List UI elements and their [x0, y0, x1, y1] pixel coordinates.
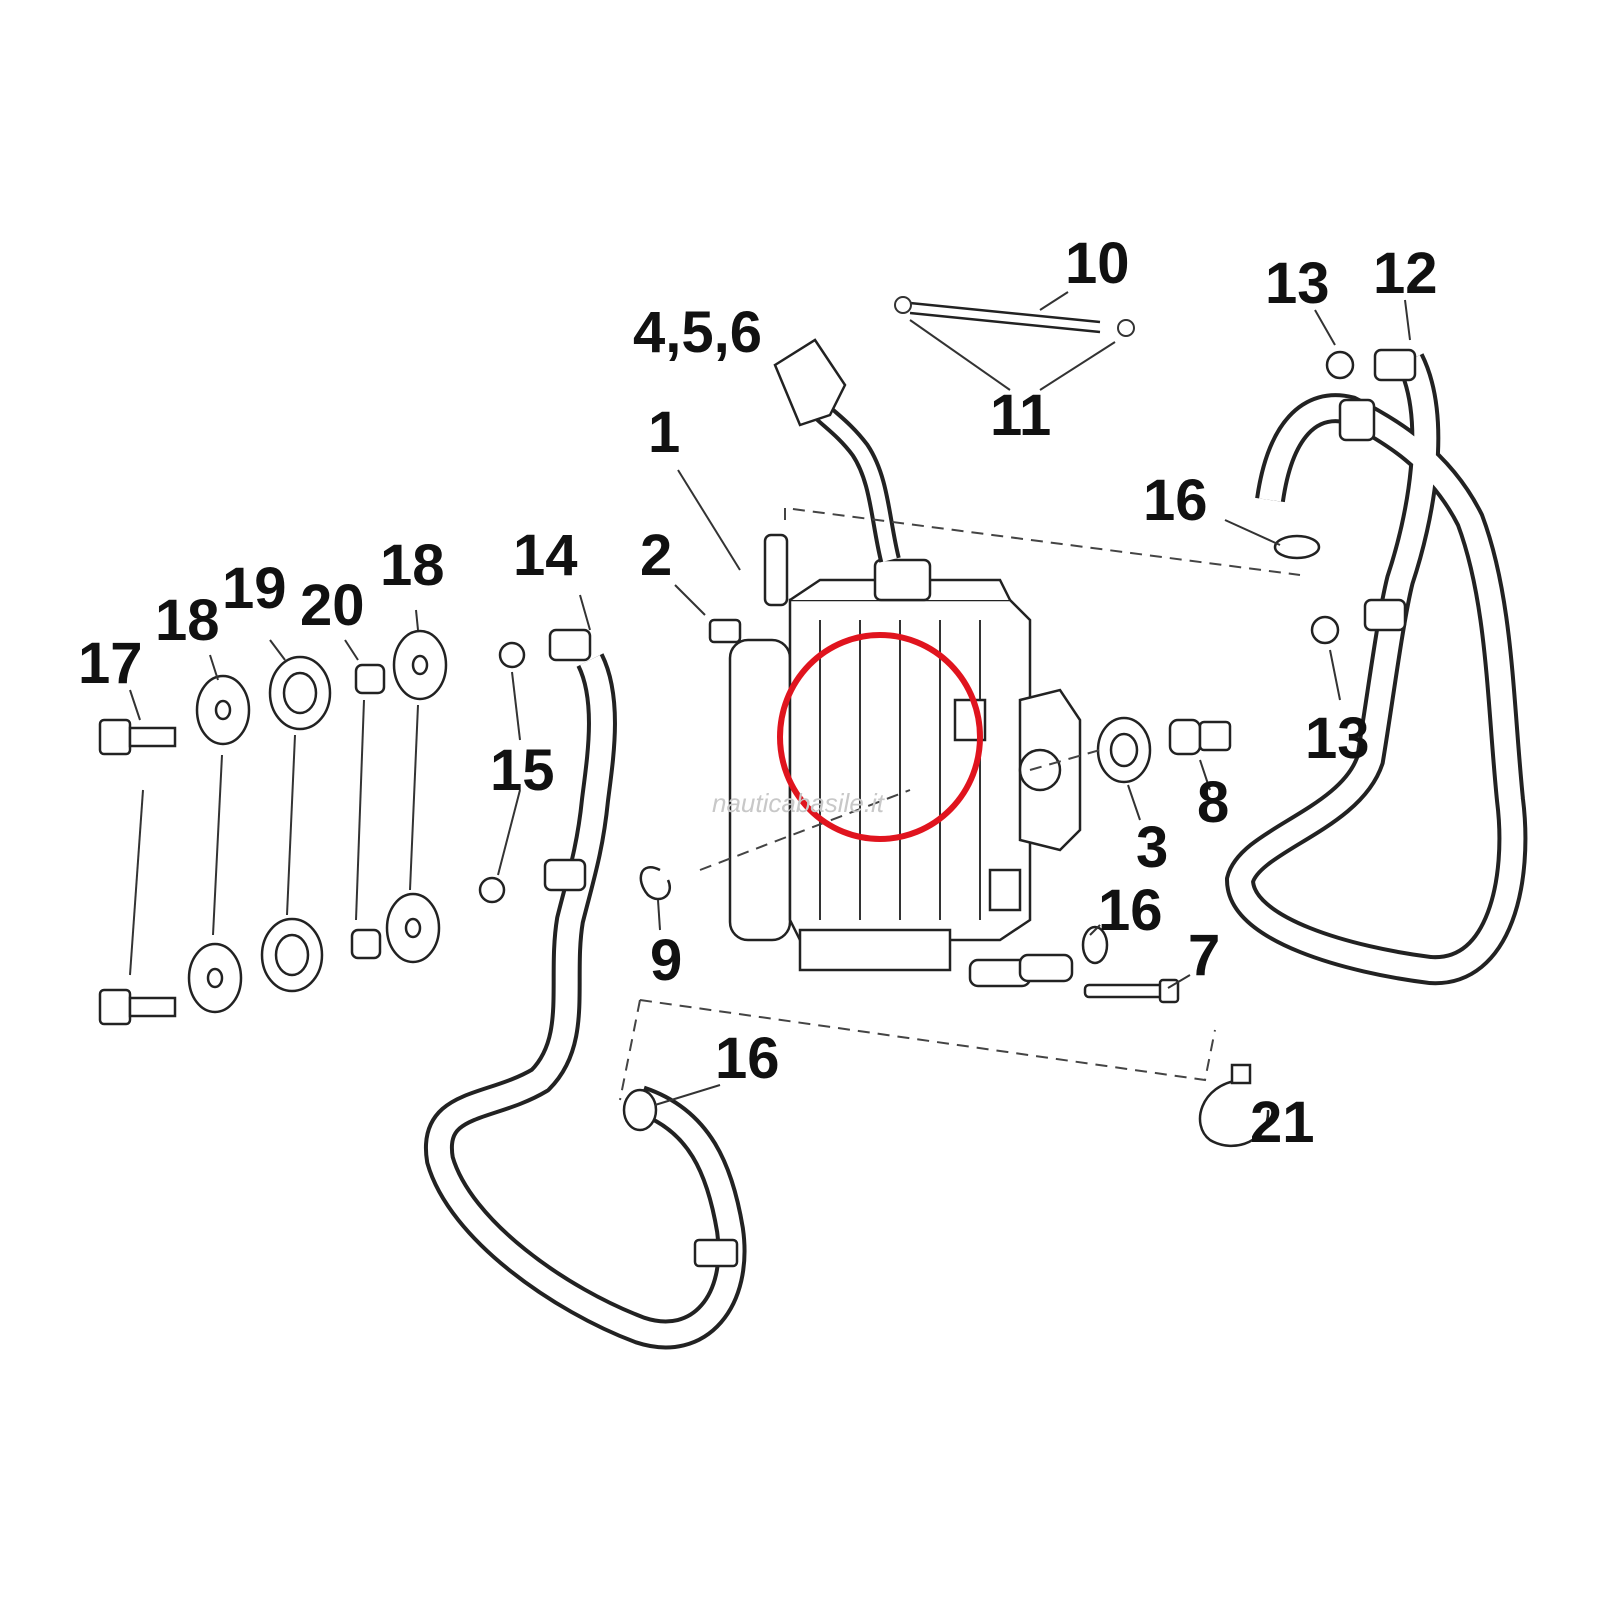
- clip-9: [639, 866, 671, 901]
- hose-12: [1224, 348, 1528, 986]
- o-ring-15-upper: [498, 641, 526, 669]
- callout-20: 20: [300, 573, 365, 638]
- grommet-3: [1096, 716, 1152, 784]
- callout-8: 8: [1197, 770, 1229, 835]
- callout-21: 21: [1250, 1090, 1315, 1155]
- o-ring-13-lower: [1310, 615, 1340, 645]
- fuel-pump-body: [708, 533, 1082, 972]
- assembly-line-20: [355, 699, 365, 921]
- washer-18b-upper: [392, 629, 448, 701]
- callout-17: 17: [78, 631, 143, 696]
- o-ring-13-upper: [1325, 350, 1355, 380]
- callout-4-5-6: 4,5,6: [633, 300, 762, 365]
- callout-15: 15: [490, 738, 555, 803]
- assembly-line-17: [129, 789, 144, 976]
- sleeve-base-right: [1018, 953, 1074, 983]
- guide-top: [784, 506, 1301, 576]
- leader-20: [344, 639, 359, 661]
- o-ring-15-lower: [478, 876, 506, 904]
- callout-7: 7: [1188, 923, 1220, 988]
- leader-14: [579, 594, 591, 631]
- fitting-8: [1168, 718, 1232, 756]
- sleeve-20-upper: [354, 663, 386, 695]
- assembly-line-18a: [212, 754, 223, 936]
- leader-7: [1167, 974, 1191, 989]
- leader-11a: [909, 319, 1011, 391]
- leader-18b: [415, 609, 419, 631]
- leader-19: [269, 639, 286, 661]
- leader-12: [1404, 299, 1411, 341]
- callout-12: 12: [1373, 241, 1438, 306]
- wiring-harness: [773, 338, 901, 563]
- clamp-16-middle: [1081, 925, 1109, 965]
- screw-7: [1083, 978, 1180, 1004]
- leader-15b: [497, 789, 521, 876]
- callout-3: 3: [1136, 815, 1168, 880]
- leader-17: [129, 689, 141, 721]
- bolt-17-lower: [98, 988, 177, 1026]
- leader-3: [1127, 784, 1141, 821]
- grommet-19-upper: [268, 655, 332, 731]
- callout-16-lower: 16: [715, 1026, 780, 1091]
- highlight-circle: [777, 632, 983, 842]
- leader-10: [1039, 291, 1069, 311]
- assembly-line-19: [286, 734, 296, 916]
- clamp-16-lower: [622, 1088, 658, 1132]
- callout-16-middle: 16: [1098, 878, 1163, 943]
- leader-8: [1199, 759, 1211, 791]
- washer-18b-lower: [385, 892, 441, 964]
- callout-2: 2: [640, 523, 672, 588]
- bolt-17-upper: [98, 718, 177, 756]
- callout-14: 14: [513, 523, 578, 588]
- callout-11: 11: [990, 383, 1051, 448]
- washer-18a-lower: [187, 942, 243, 1014]
- hose-14: [423, 628, 747, 1350]
- leader-16b: [1089, 924, 1101, 936]
- callout-13-lower: 13: [1305, 706, 1370, 771]
- callout-18-left: 18: [155, 588, 220, 653]
- leader-13b: [1329, 649, 1341, 701]
- assembly-line-18b: [409, 704, 419, 891]
- leader-9: [657, 899, 661, 931]
- leader-16a: [1224, 519, 1281, 546]
- grommet-19-lower: [260, 917, 324, 993]
- leader-15a: [511, 671, 521, 741]
- clamp-21: [1198, 1078, 1270, 1148]
- guide-bottom: [639, 999, 1216, 1082]
- callout-19: 19: [222, 556, 287, 621]
- clamp-21-tab: [1230, 1063, 1252, 1085]
- hose-10: [894, 296, 1135, 337]
- leader-2: [674, 584, 706, 616]
- clamp-16-upper: [1273, 534, 1321, 560]
- callout-18-right: 18: [380, 533, 445, 598]
- guide-left: [619, 999, 641, 1101]
- watermark-text: nauticabasile.it: [712, 788, 886, 818]
- guide-clip: [699, 789, 911, 871]
- callout-1: 1: [648, 400, 680, 465]
- leader-16c: [654, 1084, 721, 1106]
- leader-13a: [1314, 309, 1336, 346]
- leader-1: [677, 469, 741, 571]
- leader-18a: [209, 654, 219, 681]
- callout-16-upper: 16: [1143, 468, 1208, 533]
- sleeve-20-lower: [350, 928, 382, 960]
- callout-9: 9: [650, 928, 682, 993]
- callout-13-upper: 13: [1265, 251, 1330, 316]
- leader-11b: [1039, 341, 1116, 391]
- washer-18a-upper: [195, 674, 251, 746]
- callout-10: 10: [1065, 231, 1130, 296]
- guide-grommet: [1029, 749, 1101, 771]
